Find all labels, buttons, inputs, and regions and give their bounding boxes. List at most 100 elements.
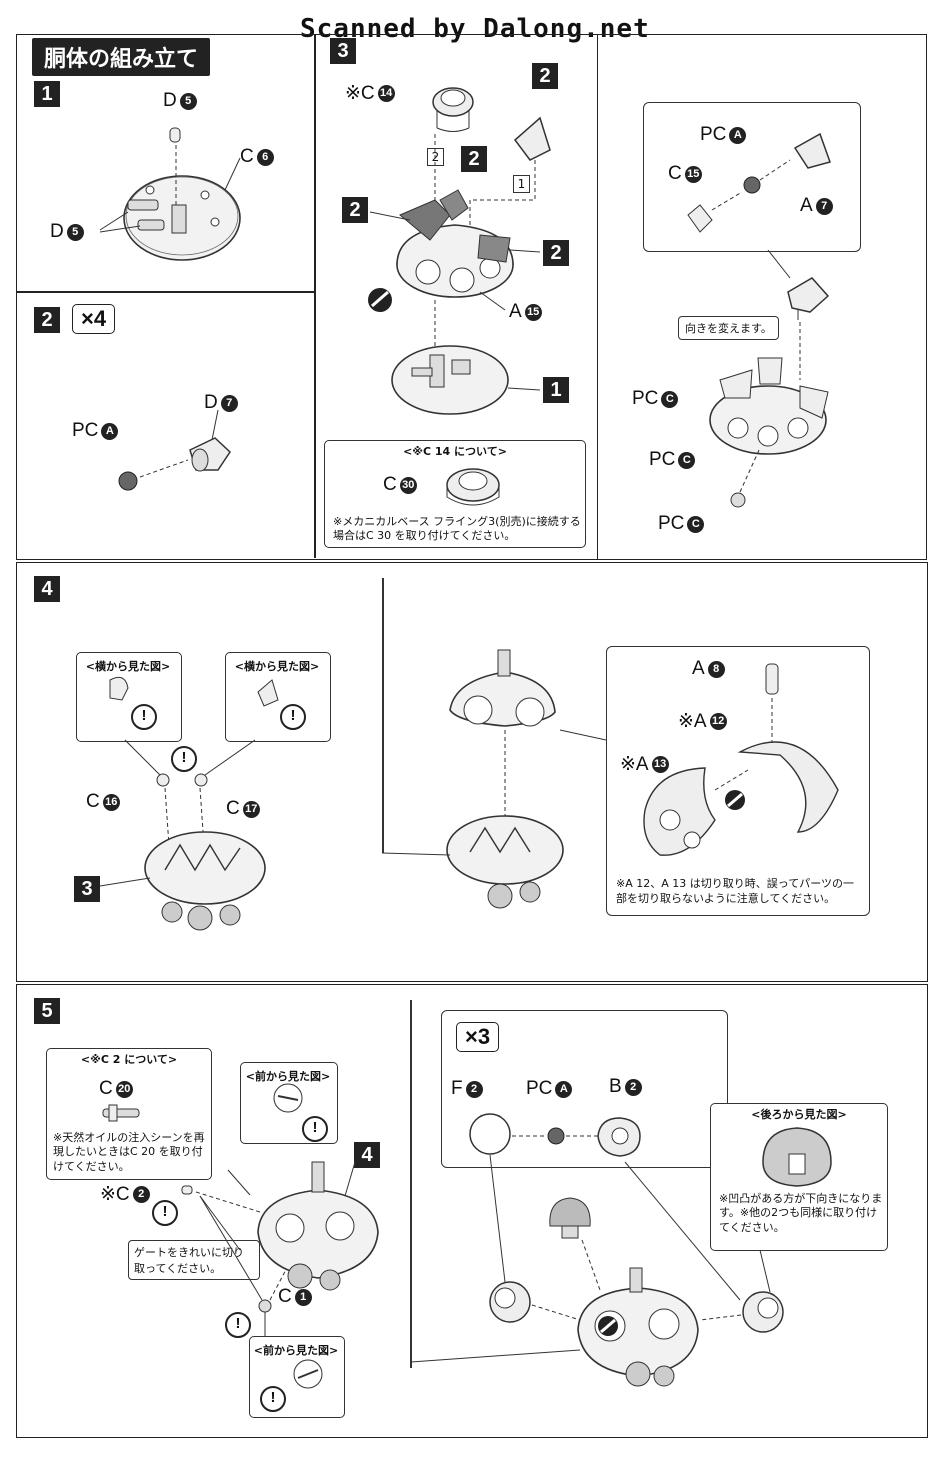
part-number-badge: 2	[624, 1078, 642, 1096]
step-5-number: 5	[34, 998, 60, 1024]
part-number-badge: 12	[709, 713, 727, 730]
note-a12-a13: ※A 12、A 13 は切り取り時、誤ってパーツの一部を切り取らないように注意し…	[616, 877, 854, 905]
side-view-box-1	[76, 652, 182, 742]
part-number-badge: A	[101, 422, 119, 440]
label-text: C	[278, 1286, 292, 1307]
part-number-badge: 15	[684, 165, 702, 183]
note-turn: 向きを変えます。	[678, 316, 779, 340]
label-text: C	[383, 474, 397, 495]
label-text: ※C	[345, 83, 375, 104]
label-text: C	[240, 146, 254, 167]
label-text: PC	[632, 388, 659, 409]
label-text: C	[99, 1078, 113, 1099]
note-c2-body: ※天然オイルの注入シーンを再現したいときはC 20 を取り付けてください。	[53, 1131, 205, 1173]
label-text: PC	[649, 449, 676, 470]
label-text: PC	[658, 513, 685, 534]
ref-step-2-c: 2	[342, 197, 368, 223]
label-text: PC	[72, 420, 99, 441]
label-text: PC	[700, 124, 727, 145]
note-c14-body: ※メカニカルベース フライング3(別売)に接続する場合はC 30 を取り付けてく…	[333, 515, 581, 543]
exclamation-icon: !	[152, 1200, 178, 1226]
back-view-box: <後ろから見た図> ※凹凸がある方が下向きになります。※他の2つも同様に取り付け…	[710, 1103, 888, 1251]
step-3-number: 3	[330, 38, 356, 64]
order-box-1: 1	[513, 175, 530, 193]
divider-1-2	[16, 291, 314, 293]
label-text: D	[163, 90, 177, 111]
frame-step-4	[16, 562, 928, 982]
back-view-body: ※凹凸がある方が下向きになります。※他の2つも同様に取り付けてください。	[719, 1192, 883, 1234]
exclamation-icon: !	[171, 746, 197, 772]
ref-step-2-a: 2	[532, 63, 558, 89]
side-view-box-2	[225, 652, 331, 742]
exclamation-icon: !	[260, 1386, 286, 1412]
exclamation-icon: !	[280, 704, 306, 730]
label-text: D	[50, 221, 64, 242]
divider-step-4	[382, 578, 384, 853]
part-number-badge: 7	[220, 394, 238, 412]
part-number-badge: A	[555, 1080, 573, 1098]
front-view-title-2: <前から見た図>	[253, 1344, 339, 1357]
label-text: A	[800, 195, 813, 216]
note-c14-title: <※C 14 について>	[403, 445, 507, 458]
c30-drawing	[446, 468, 500, 506]
part-number-badge: 2	[132, 1186, 150, 1203]
step-2-multiplier: ×4	[72, 304, 116, 334]
part-number-badge: 2	[465, 1080, 483, 1098]
label-text: C	[668, 163, 682, 184]
side-view-title-1: <横から見た図>	[85, 660, 171, 673]
part-number-badge: 5	[179, 92, 197, 110]
part-number-badge: A	[729, 126, 747, 144]
divider-step-5	[410, 1000, 412, 1368]
exclamation-icon: !	[225, 1312, 251, 1338]
part-number-badge: C	[661, 390, 679, 408]
c20-drawing	[102, 1104, 140, 1122]
label-text: C	[226, 798, 240, 819]
watermark: Scanned by Dalong.net	[300, 14, 650, 44]
part-number-badge: 13	[651, 756, 669, 773]
ref-step-2-b: 2	[461, 146, 487, 172]
ref-step-4: 4	[354, 1142, 380, 1168]
step-1-number: 1	[34, 81, 60, 107]
label-text: ※A	[678, 711, 707, 732]
back-view-title: <後ろから見た図>	[751, 1108, 847, 1121]
divider-1-3	[314, 34, 316, 558]
side-view-title-2: <横から見た図>	[234, 660, 320, 673]
part-number-badge: 7	[815, 197, 833, 215]
part-number-badge: 20	[115, 1080, 133, 1098]
part-number-badge: 8	[707, 660, 725, 678]
exclamation-icon: !	[302, 1116, 328, 1142]
step-5-multiplier: ×3	[456, 1022, 500, 1052]
label-text: C	[86, 791, 100, 812]
ref-step-3: 3	[74, 876, 100, 902]
ref-step-1: 1	[543, 377, 569, 403]
part-number-badge: 15	[524, 303, 542, 321]
label-text: F	[451, 1078, 463, 1099]
step-2-number: 2	[34, 307, 60, 333]
label-text: ※A	[620, 754, 649, 775]
